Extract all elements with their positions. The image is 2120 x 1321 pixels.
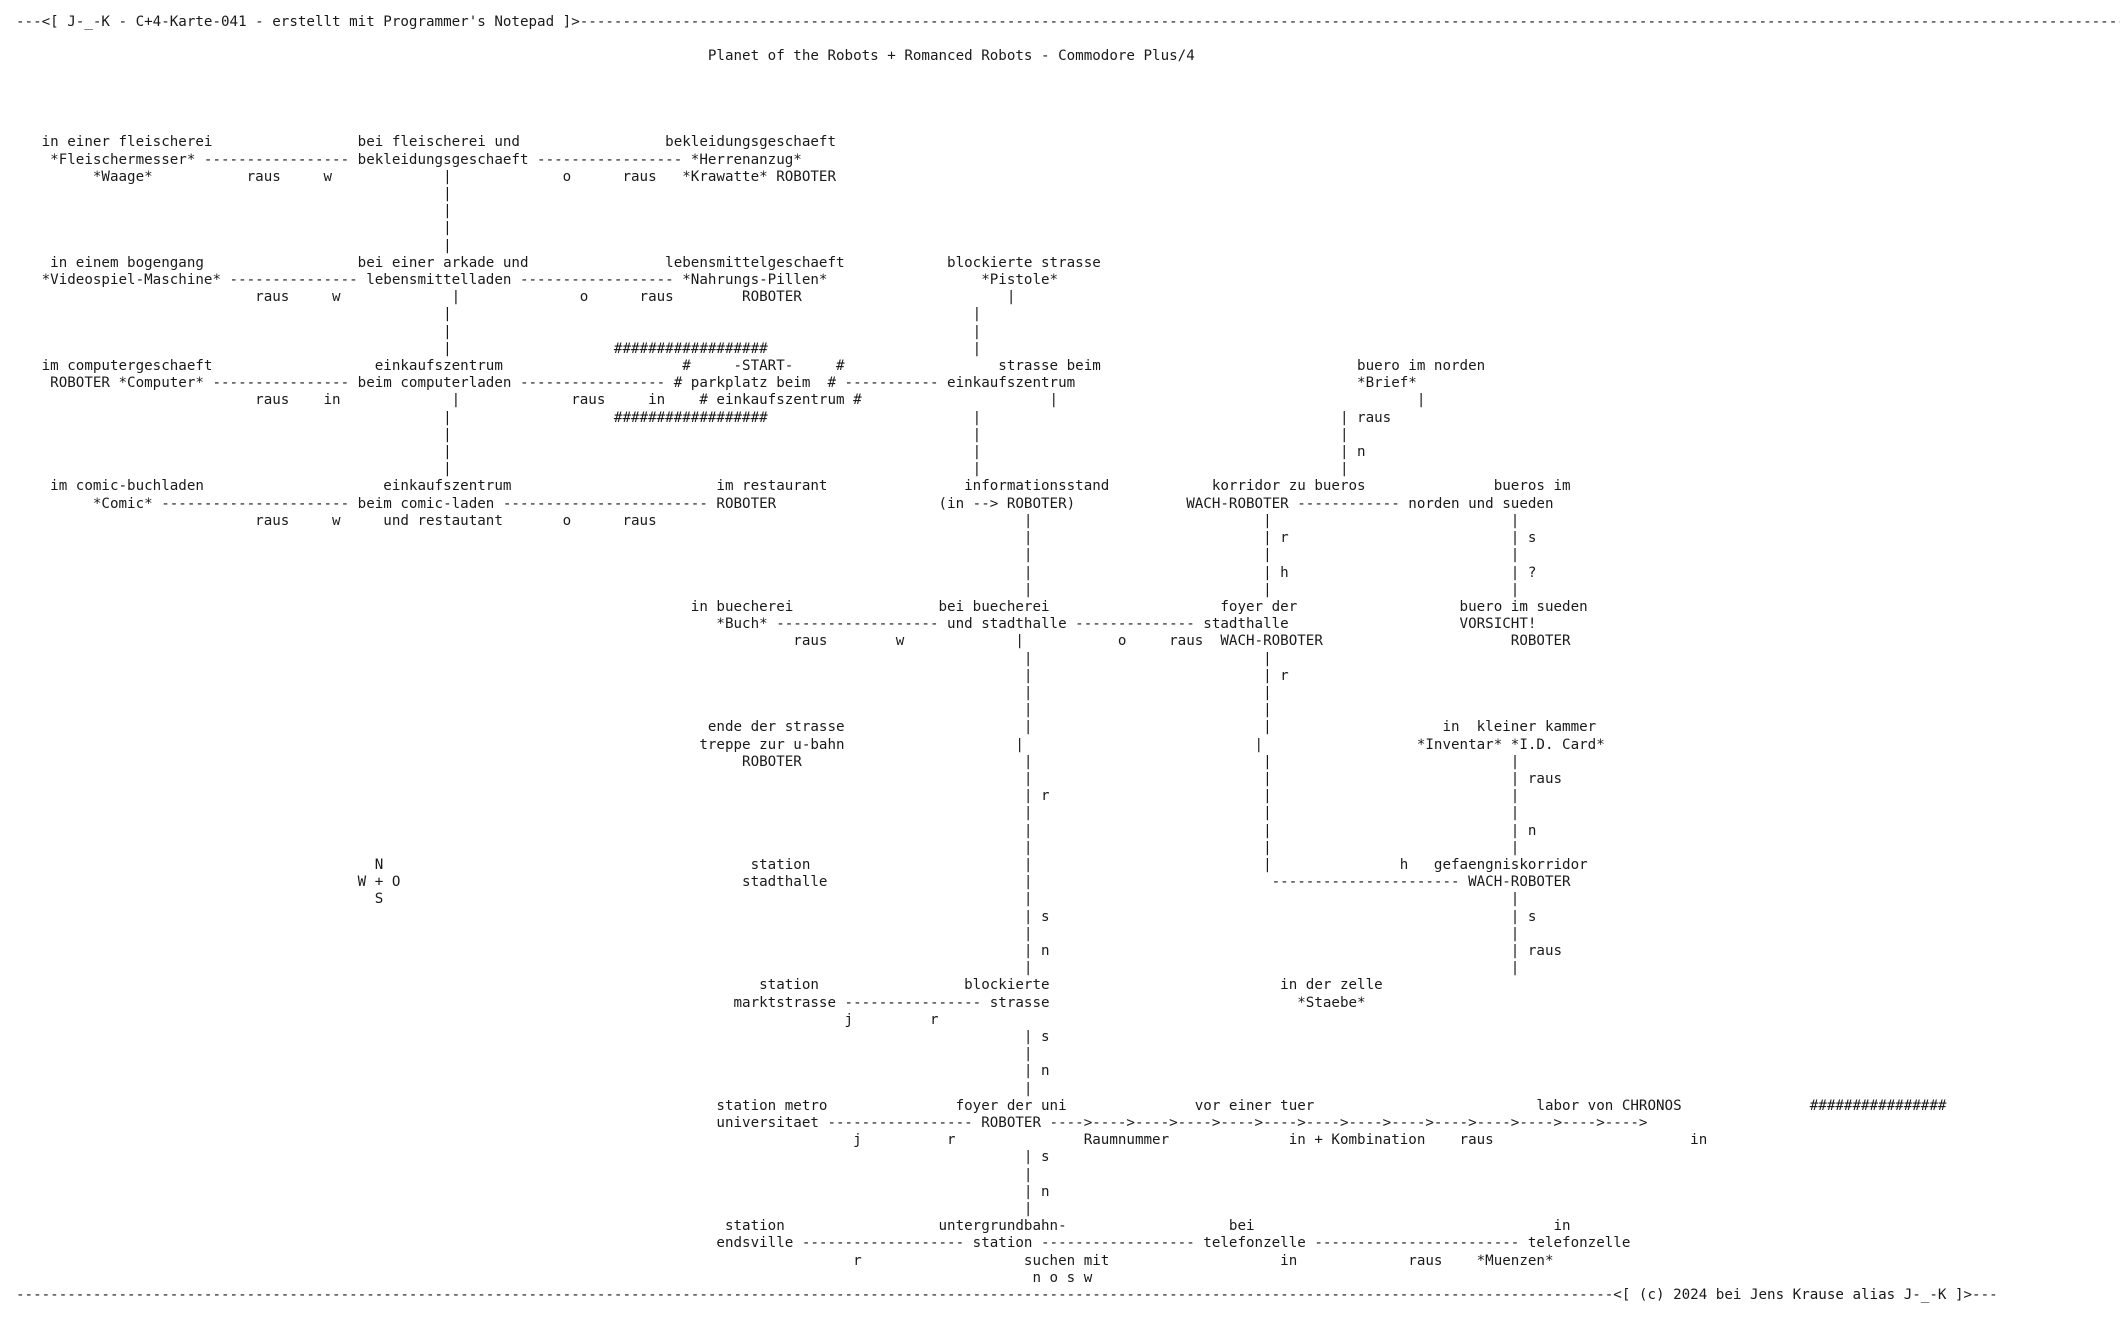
map-body: in einer fleischerei bei fleischerei und… xyxy=(16,134,1947,1286)
map-line: | | | xyxy=(443,426,1349,443)
map-line: | xyxy=(443,186,452,203)
map-line: r suchen mit in raus *Muenzen* xyxy=(853,1252,1554,1269)
map-line: j r xyxy=(844,1011,939,1028)
map-line: raus w und restautant o raus | | | xyxy=(255,512,1520,529)
map-line: | xyxy=(1023,1201,1033,1218)
map-line: station metro foyer der uni vor einer tu… xyxy=(716,1097,1947,1114)
map-line: | | xyxy=(1023,702,1272,719)
map-line: | | | xyxy=(1023,581,1520,598)
map-line: | s xyxy=(1023,1028,1050,1045)
map-line: ende der strasse | | in kleiner kammer xyxy=(707,719,1597,736)
map-line: | | | xyxy=(443,461,1349,478)
ascii-map-document: ---<[ J-_-K - C+4-Karte-041 - erstellt m… xyxy=(16,14,2120,1304)
map-line: | xyxy=(1023,1080,1033,1097)
map-line: im comic-buchladen einkaufszentrum im re… xyxy=(50,478,1571,495)
map-line: raus in | raus in # einkaufszentrum # | … xyxy=(255,392,1426,409)
header-line: ---<[ J-_-K - C+4-Karte-041 - erstellt m… xyxy=(16,14,2120,30)
map-line: station untergrundbahn- bei in xyxy=(724,1218,1571,1235)
map-line: | | | xyxy=(1023,805,1520,822)
map-line: endsville ------------------- station --… xyxy=(716,1235,1631,1252)
map-line: | xyxy=(443,203,452,220)
map-line: | | r xyxy=(1023,667,1289,684)
map-line: raus w | o raus ROBOTER | xyxy=(255,289,1016,306)
map-line: *Fleischermesser* ----------------- bekl… xyxy=(50,151,802,168)
map-line: | n xyxy=(1023,1183,1050,1200)
map-line: | | | xyxy=(1023,547,1520,564)
map-line: in buecherei bei buecherei foyer der bue… xyxy=(690,598,1588,615)
map-line: | | xyxy=(1023,960,1520,977)
map-line: | | | raus xyxy=(1023,770,1563,787)
map-line: | | h | ? xyxy=(1023,564,1537,581)
title-line: Planet of the Robots + Romanced Robots -… xyxy=(16,48,1195,64)
map-line: | xyxy=(1023,1166,1033,1183)
map-line: n o s w xyxy=(1032,1269,1093,1286)
map-line: | | xyxy=(1023,684,1272,701)
map-line: | s xyxy=(1023,1149,1050,1166)
map-line: *Comic* ---------------------- beim comi… xyxy=(92,495,1554,512)
map-line: ROBOTER *Computer* ---------------- beim… xyxy=(50,375,1417,392)
map-line: | | | xyxy=(1023,839,1520,856)
map-line: | | r | s xyxy=(1023,530,1537,547)
map-line: marktstrasse ---------------- strasse *S… xyxy=(733,994,1366,1011)
map-line: in einem bogengang bei einer arkade und … xyxy=(50,254,1101,271)
map-line: universitaet ----------------- ROBOTER -… xyxy=(716,1115,1648,1131)
map-line: | | xyxy=(443,323,982,340)
map-line: station blockierte in der zelle xyxy=(759,977,1383,994)
map-line: | | xyxy=(1023,650,1272,667)
map-line: j r Raumnummer in + Kombination raus in xyxy=(853,1132,1708,1149)
map-line: | xyxy=(1023,1046,1033,1063)
map-line: | ################## | | raus xyxy=(443,409,1392,426)
map-line: N station | | h gefaengniskorridor xyxy=(374,856,1588,873)
map-line: | xyxy=(443,220,452,237)
footer-line: ----------------------------------------… xyxy=(16,1287,1998,1304)
map-line: | xyxy=(443,237,452,254)
map-line: ROBOTER | | | xyxy=(742,753,1520,770)
map-line: *Buch* ------------------- und stadthall… xyxy=(716,616,1537,633)
map-line: *Videospiel-Maschine* --------------- le… xyxy=(41,272,1059,289)
map-line: | | | n xyxy=(443,444,1366,461)
map-line: | n | raus xyxy=(1023,942,1563,959)
map-line: | | xyxy=(1023,925,1520,942)
map-line: | n xyxy=(1023,1063,1050,1080)
map-line: | r | | xyxy=(1023,788,1520,805)
map-line: raus w | o raus WACH-ROBOTER ROBOTER xyxy=(793,633,1571,650)
map-line: W + O stadthalle | ---------------------… xyxy=(357,874,1571,891)
page-title: Planet of the Robots + Romanced Robots -… xyxy=(707,48,1195,65)
map-line: treppe zur u-bahn | | *Inventar* *I.D. C… xyxy=(699,736,1605,753)
map-line: | | xyxy=(443,306,982,323)
map-line: *Waage* raus w | o raus *Krawatte* ROBOT… xyxy=(92,168,836,185)
map-line: S | | xyxy=(374,891,1520,908)
map-line: | ################## | xyxy=(443,340,982,357)
map-line: in einer fleischerei bei fleischerei und… xyxy=(41,134,836,151)
map-line: | s | s xyxy=(1023,908,1537,925)
map-line: im computergeschaeft einkaufszentrum # -… xyxy=(41,358,1486,375)
map-line: | | | n xyxy=(1023,822,1537,839)
